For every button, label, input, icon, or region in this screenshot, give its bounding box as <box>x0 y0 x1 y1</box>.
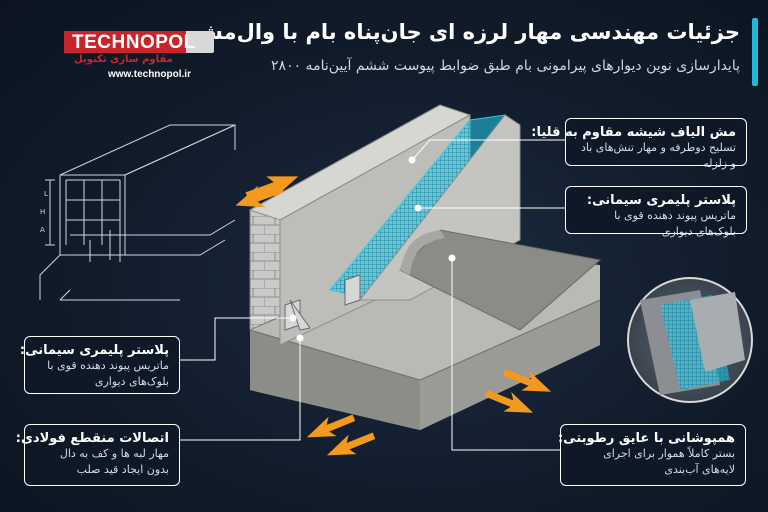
callout-steel-title: اتصالات منقطع فولادی: <box>15 431 169 446</box>
pointer-dots <box>289 156 456 342</box>
label-a: A <box>40 226 45 234</box>
callout-moisture: همپوشانی با عایق رطوبتی: بستر کاملاً همو… <box>557 424 746 486</box>
callout-steel-desc: مهار لبه ها و کف به دال بدون ایجاد قید ص… <box>59 447 169 476</box>
direction-arrow-icon <box>235 176 552 456</box>
technical-drawing <box>39 124 236 301</box>
callout-plaster-right-desc: ماتریس پیوند دهنده قوی با بلوک‌های دیوار… <box>614 209 736 238</box>
page-title: جزئیات مهندسی مهار لرزه ای جان‌پناه بام … <box>193 20 740 44</box>
callout-steel: اتصالات منقطع فولادی: مهار لبه ها و کف ب… <box>15 424 180 486</box>
brand-logo: TECHNOPOL <box>64 31 214 53</box>
callout-mesh-desc: تسلیح دوطرفه و مهار تنش‌های باد و زلزله <box>580 141 736 170</box>
brand-url: www.technopol.ir <box>108 69 191 80</box>
label-h: H <box>40 208 45 216</box>
title-accent-bar <box>752 18 758 86</box>
parapet-wall <box>248 104 472 346</box>
callout-plaster-right: پلاستر پلیمری سیمانی: ماتریس پیوند دهنده… <box>565 186 747 238</box>
brand-tagline: مقاوم سازی تکنوپل <box>74 54 173 65</box>
page-subtitle: پایدارسازی نوین دیوارهای پیرامونی بام طب… <box>271 58 740 74</box>
callout-plaster-left-desc: ماتریس پیوند دهنده قوی با بلوک‌های دیوار… <box>47 359 169 388</box>
callout-mesh-title: مش الیاف شیشه مقاوم به قلیا: <box>531 125 736 140</box>
brand-name: TECHNOPOL <box>72 32 196 53</box>
technical-drawing-labels: H L A <box>40 190 48 234</box>
callout-moisture-desc: بستر کاملاً هموار برای اجرای لایه‌های آب… <box>603 447 735 476</box>
callout-moisture-title: همپوشانی با عایق رطوبتی: <box>557 431 735 446</box>
pointer-lines <box>180 139 565 451</box>
callout-plaster-left-title: پلاستر پلیمری سیمانی: <box>19 343 169 358</box>
membrane <box>399 229 602 331</box>
detail-inset <box>627 277 753 403</box>
brand-logo-bg <box>64 31 186 53</box>
callout-plaster-left: پلاستر پلیمری سیمانی: ماتریس پیوند دهنده… <box>19 336 180 394</box>
callout-plaster-right-title: پلاستر پلیمری سیمانی: <box>586 193 736 208</box>
callout-mesh: مش الیاف شیشه مقاوم به قلیا: تسلیح دوطرف… <box>531 118 747 170</box>
label-l: L <box>44 190 48 198</box>
